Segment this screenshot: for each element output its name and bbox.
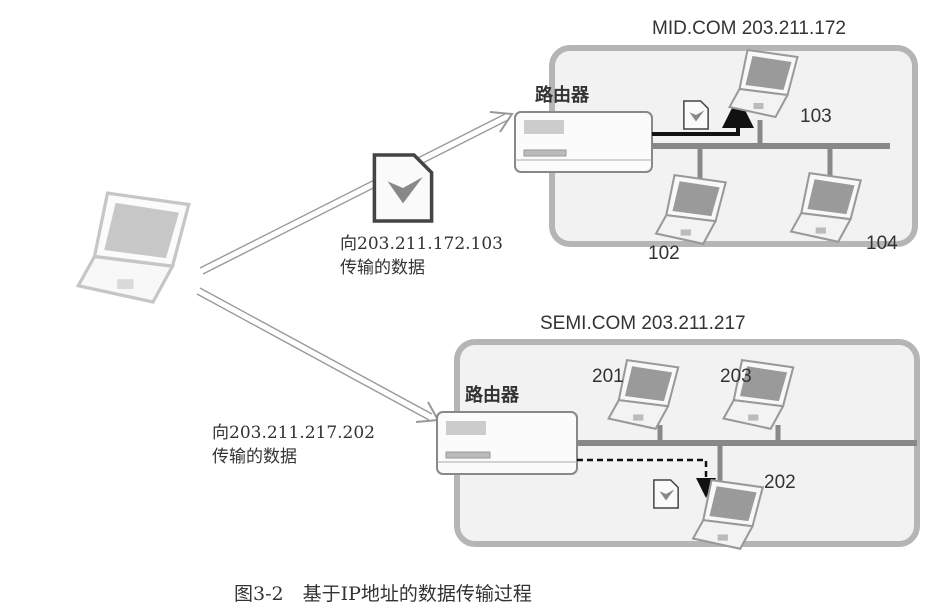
packet-label-mid-line2: 传输的数据 (340, 258, 425, 278)
figure-caption: 图3-2 基于IP地址的数据传输过程 (234, 583, 532, 605)
packet-doc-icon-semi (653, 479, 679, 509)
arrow-to-mid-router (199, 111, 514, 275)
source-laptop-icon (78, 193, 189, 302)
host-label-102: 102 (648, 243, 680, 264)
router-label-semi: 路由器 (465, 385, 519, 406)
network-title-semi: SEMI.COM 203.211.217 (540, 313, 746, 334)
host-label-203: 203 (720, 366, 752, 387)
host-label-201: 201 (592, 366, 624, 387)
router-label-mid: 路由器 (535, 85, 589, 106)
host-label-103: 103 (800, 106, 832, 127)
packet-doc-icon-large (372, 153, 434, 223)
host-label-202: 202 (764, 472, 796, 493)
router-mid-icon (514, 111, 653, 173)
packet-label-semi-line1: 向203.211.217.202 (212, 423, 376, 443)
host-label-104: 104 (866, 233, 898, 254)
route-arrow-semi (577, 458, 716, 498)
packet-doc-icon-mid (683, 100, 709, 130)
packet-label-mid-line1: 向203.211.172.103 (340, 234, 504, 254)
packet-label-semi-line2: 传输的数据 (212, 447, 297, 467)
router-semi-icon (436, 411, 578, 475)
route-arrow-mid (652, 96, 754, 136)
arrow-to-semi-router (196, 287, 440, 423)
network-title-mid: MID.COM 203.211.172 (652, 18, 846, 39)
